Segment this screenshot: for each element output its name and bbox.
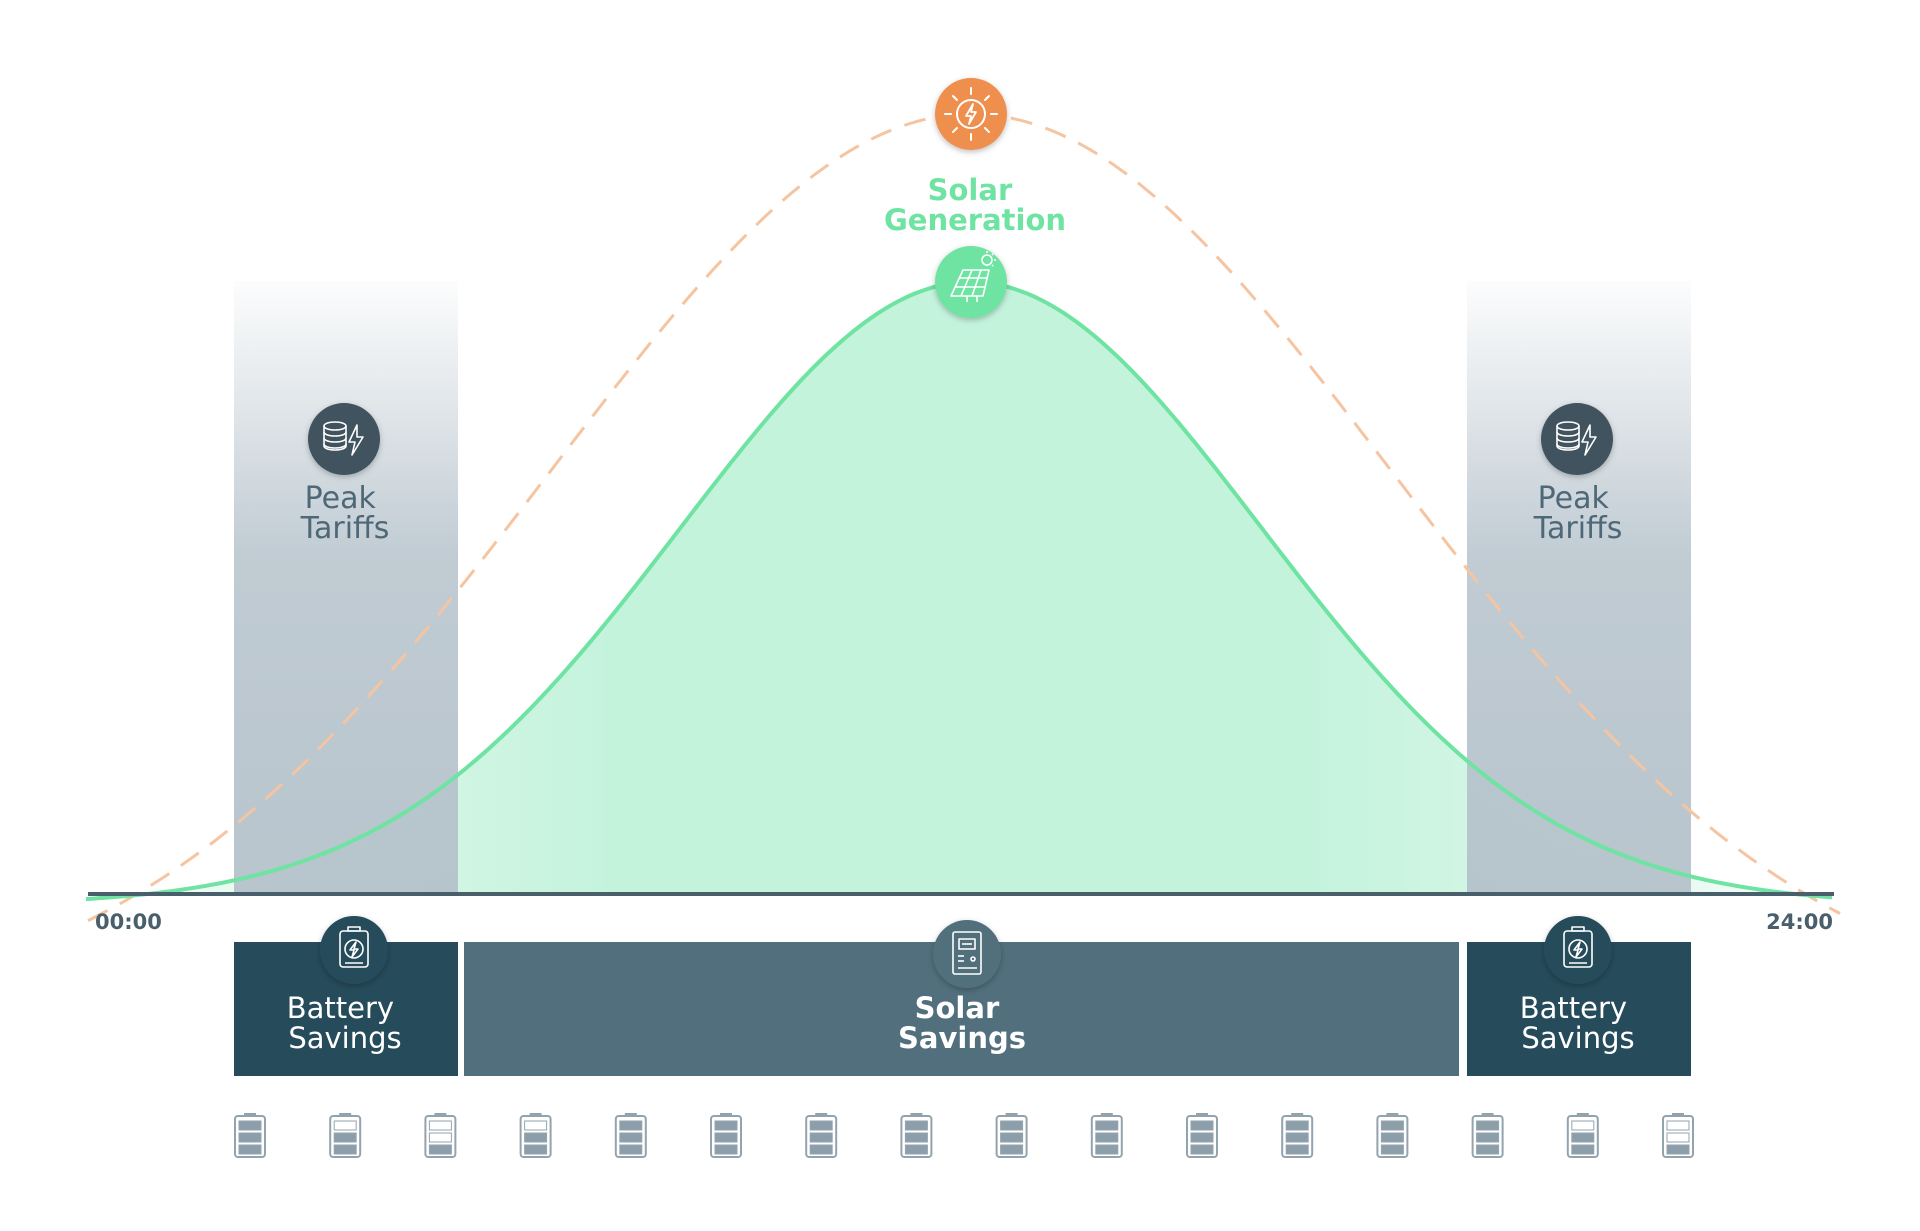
solar-panel-icon xyxy=(935,246,1007,318)
battery-level-icon xyxy=(1662,1113,1694,1158)
coins-bolt-icon xyxy=(1541,403,1613,475)
battery-level-icon xyxy=(710,1113,742,1158)
solar-savings-label: Solar Savings xyxy=(898,991,1026,1055)
battery-level-icon xyxy=(519,1113,552,1158)
battery-level-icon xyxy=(1471,1113,1504,1158)
peak-tariffs-label-left: Peak Tariffs xyxy=(300,481,390,546)
sun-bolt-icon xyxy=(935,78,1007,150)
battery-level-row xyxy=(234,1113,1694,1158)
peak-tariff-band-evening xyxy=(1467,281,1691,893)
coins-bolt-icon xyxy=(308,403,380,475)
solar-generation-label-line2: Generation xyxy=(884,203,1066,237)
battery-savings-label-right: Battery Savings xyxy=(1520,991,1637,1055)
peak-tariff-band-morning xyxy=(234,281,458,893)
axis-start-label: 00:00 xyxy=(95,910,162,934)
battery-level-icon xyxy=(1281,1113,1314,1158)
battery-bolt-icon xyxy=(320,916,388,984)
battery-level-icon xyxy=(329,1113,362,1158)
axis-end-label: 24:00 xyxy=(1766,910,1833,934)
battery-bolt-icon xyxy=(1544,916,1612,984)
solar-generation-label: Solar Generation xyxy=(884,173,1066,237)
solar-generation-area xyxy=(86,282,1836,900)
battery-savings-label-left: Battery Savings xyxy=(287,991,404,1055)
solar-generation-label-line1: Solar xyxy=(928,173,1013,207)
battery-level-icon xyxy=(1566,1113,1599,1158)
battery-level-icon xyxy=(1090,1113,1123,1158)
peak-tariffs-label-right: Peak Tariffs xyxy=(1533,481,1623,546)
battery-level-icon xyxy=(805,1113,838,1158)
inverter-icon xyxy=(933,920,1001,988)
battery-level-icon xyxy=(1376,1113,1409,1158)
battery-level-icon xyxy=(234,1113,266,1158)
battery-level-icon xyxy=(424,1113,457,1158)
battery-level-icon xyxy=(995,1113,1028,1158)
sun-intensity-curve xyxy=(87,112,1841,922)
battery-level-icon xyxy=(900,1113,933,1158)
battery-level-icon xyxy=(1186,1113,1218,1158)
battery-level-icon xyxy=(614,1113,647,1158)
